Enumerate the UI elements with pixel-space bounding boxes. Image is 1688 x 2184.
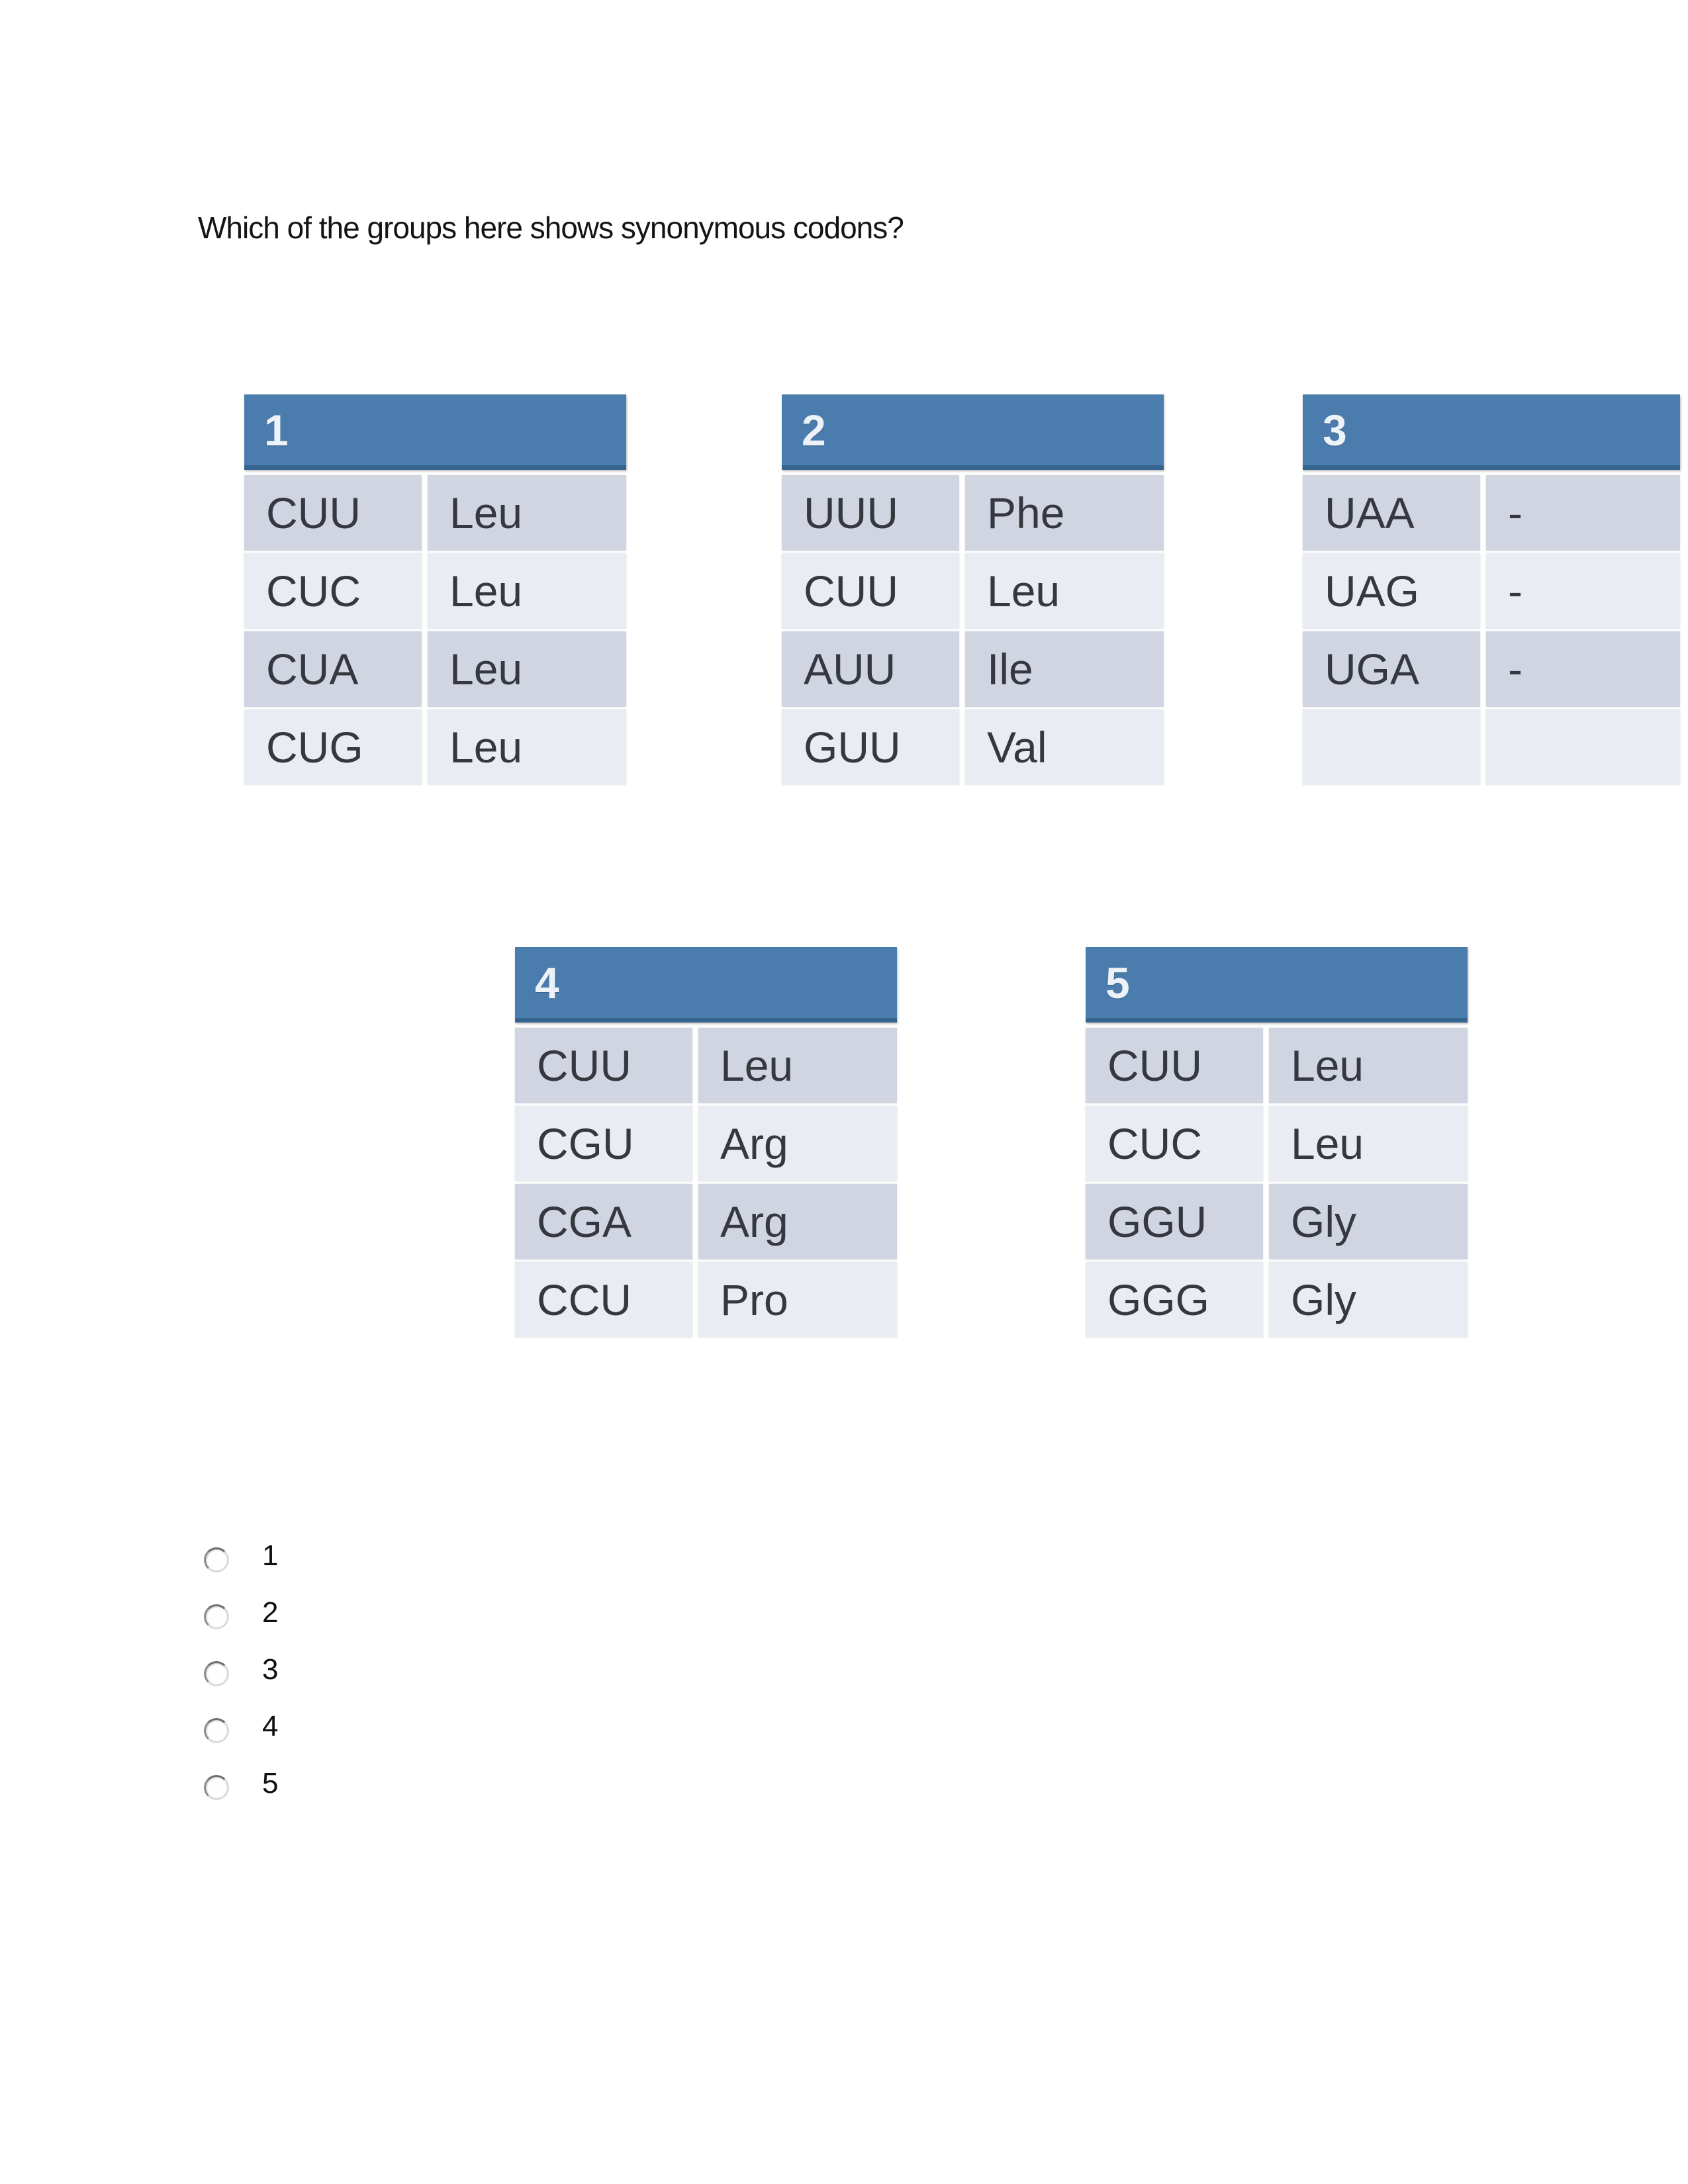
- amino-acid-cell: Leu: [1269, 1106, 1468, 1181]
- codon-cell: CGA: [515, 1184, 692, 1259]
- answer-options: 1 2 3 4 5: [204, 1539, 278, 1824]
- table-row: CGU Arg: [515, 1106, 897, 1181]
- amino-acid-cell: -: [1486, 553, 1680, 629]
- answer-option-3: 3: [204, 1653, 278, 1688]
- amino-acid-cell: Val: [965, 709, 1164, 785]
- table-4-header: 4: [515, 947, 897, 1023]
- amino-acid-cell: Gly: [1269, 1262, 1468, 1338]
- answer-label-1[interactable]: 1: [262, 1539, 279, 1572]
- table-3-number: 3: [1323, 405, 1347, 455]
- codon-cell: UGA: [1303, 631, 1480, 707]
- table-row: UAA -: [1303, 475, 1680, 551]
- table-row: UUU Phe: [782, 475, 1164, 551]
- codon-cell: CUU: [782, 553, 959, 629]
- amino-acid-cell: Arg: [698, 1106, 897, 1181]
- amino-acid-cell: Arg: [698, 1184, 897, 1259]
- amino-acid-cell: Leu: [428, 709, 626, 785]
- answer-label-3[interactable]: 3: [262, 1653, 279, 1686]
- amino-acid-cell: Pro: [698, 1262, 897, 1338]
- codon-cell: GGG: [1086, 1262, 1263, 1338]
- amino-acid-cell: [1486, 709, 1680, 785]
- codon-cell: [1303, 709, 1480, 785]
- codon-cell: GGU: [1086, 1184, 1263, 1259]
- codon-table-5: 5 CUU Leu CUC Leu GGU Gly GGG Gly: [1086, 947, 1468, 1338]
- codon-cell: CUA: [244, 631, 422, 707]
- table-row: CUA Leu: [244, 631, 626, 707]
- table-3-header: 3: [1303, 394, 1680, 470]
- table-2-header: 2: [782, 394, 1164, 470]
- codon-cell: CUU: [244, 475, 422, 551]
- answer-option-4: 4: [204, 1710, 278, 1745]
- table-5-header: 5: [1086, 947, 1468, 1023]
- table-3-body: UAA - UAG - UGA -: [1303, 475, 1680, 785]
- table-1-number: 1: [264, 405, 289, 455]
- table-4-body: CUU Leu CGU Arg CGA Arg CCU Pro: [515, 1028, 897, 1338]
- table-row: CGA Arg: [515, 1184, 897, 1259]
- codon-cell: UUU: [782, 475, 959, 551]
- answer-radio-2[interactable]: [204, 1604, 229, 1629]
- codon-cell: CUU: [515, 1028, 692, 1103]
- table-row: GGG Gly: [1086, 1262, 1468, 1338]
- answer-radio-1[interactable]: [204, 1547, 229, 1572]
- table-2-number: 2: [802, 405, 826, 455]
- table-row: CUG Leu: [244, 709, 626, 785]
- table-row: CUU Leu: [515, 1028, 897, 1103]
- table-1-header: 1: [244, 394, 626, 470]
- answer-label-5[interactable]: 5: [262, 1767, 279, 1799]
- table-5-body: CUU Leu CUC Leu GGU Gly GGG Gly: [1086, 1028, 1468, 1338]
- answer-radio-5[interactable]: [204, 1775, 229, 1800]
- amino-acid-cell: Phe: [965, 475, 1164, 551]
- amino-acid-cell: Leu: [428, 553, 626, 629]
- table-4-number: 4: [535, 958, 559, 1007]
- codon-table-3: 3 UAA - UAG - UGA -: [1303, 394, 1680, 785]
- codon-cell: UAA: [1303, 475, 1480, 551]
- amino-acid-cell: Leu: [965, 553, 1164, 629]
- table-row: CUU Leu: [1086, 1028, 1468, 1103]
- answer-option-1: 1: [204, 1539, 278, 1574]
- table-5-number: 5: [1105, 958, 1130, 1007]
- table-1-body: CUU Leu CUC Leu CUA Leu CUG Leu: [244, 475, 626, 785]
- table-row: CUC Leu: [1086, 1106, 1468, 1181]
- codon-table-2: 2 UUU Phe CUU Leu AUU Ile GUU Val: [782, 394, 1164, 785]
- table-row: AUU Ile: [782, 631, 1164, 707]
- table-row: CCU Pro: [515, 1262, 897, 1338]
- answer-radio-4[interactable]: [204, 1718, 229, 1743]
- codon-cell: CCU: [515, 1262, 692, 1338]
- codon-table-4: 4 CUU Leu CGU Arg CGA Arg CCU Pro: [515, 947, 897, 1338]
- table-row: GGU Gly: [1086, 1184, 1468, 1259]
- codon-cell: UAG: [1303, 553, 1480, 629]
- table-row: UAG -: [1303, 553, 1680, 629]
- codon-cell: GUU: [782, 709, 959, 785]
- table-row: [1303, 709, 1680, 785]
- codon-table-1: 1 CUU Leu CUC Leu CUA Leu CUG Leu: [244, 394, 626, 785]
- table-row: CUU Leu: [782, 553, 1164, 629]
- answer-label-2[interactable]: 2: [262, 1596, 279, 1629]
- codon-cell: CUG: [244, 709, 422, 785]
- question-text: Which of the groups here shows synonymou…: [198, 210, 904, 245]
- codon-cell: CUC: [244, 553, 422, 629]
- amino-acid-cell: Leu: [428, 475, 626, 551]
- answer-label-4[interactable]: 4: [262, 1710, 279, 1743]
- amino-acid-cell: Gly: [1269, 1184, 1468, 1259]
- amino-acid-cell: Ile: [965, 631, 1164, 707]
- answer-option-5: 5: [204, 1767, 278, 1801]
- codon-cell: CUU: [1086, 1028, 1263, 1103]
- amino-acid-cell: Leu: [1269, 1028, 1468, 1103]
- amino-acid-cell: Leu: [698, 1028, 897, 1103]
- table-2-body: UUU Phe CUU Leu AUU Ile GUU Val: [782, 475, 1164, 785]
- answer-radio-3[interactable]: [204, 1661, 229, 1686]
- table-row: UGA -: [1303, 631, 1680, 707]
- codon-cell: AUU: [782, 631, 959, 707]
- answer-option-2: 2: [204, 1596, 278, 1631]
- amino-acid-cell: Leu: [428, 631, 626, 707]
- amino-acid-cell: -: [1486, 631, 1680, 707]
- table-row: CUC Leu: [244, 553, 626, 629]
- codon-cell: CGU: [515, 1106, 692, 1181]
- table-row: CUU Leu: [244, 475, 626, 551]
- codon-cell: CUC: [1086, 1106, 1263, 1181]
- amino-acid-cell: -: [1486, 475, 1680, 551]
- table-row: GUU Val: [782, 709, 1164, 785]
